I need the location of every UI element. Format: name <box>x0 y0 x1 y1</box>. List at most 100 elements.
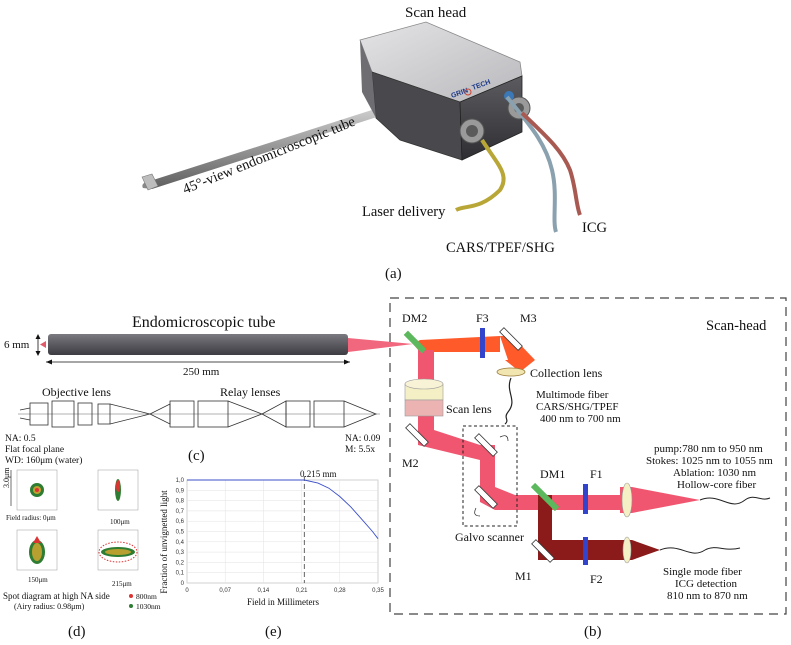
mmf-line2: CARS/SHG/TPEF <box>536 401 619 413</box>
legend-1030: 1030nm <box>136 602 161 611</box>
chart-x-tick: 0,21 <box>296 588 308 594</box>
relay-label: Relay lenses <box>220 385 281 399</box>
f3-filter <box>480 328 485 358</box>
smf-line1: Single mode fiber <box>663 566 742 578</box>
ablation-line: Ablation: 1030 nm <box>673 467 757 479</box>
cars-label: CARS/TPEF/SHG <box>446 240 555 256</box>
f2-filter <box>583 537 588 565</box>
mmf-line3: 400 nm to 700 nm <box>540 413 621 425</box>
chart-y-tick: 0,2 <box>176 560 185 566</box>
pump-coupling-lens <box>621 482 633 518</box>
panel-d-spot-diagrams: 3.0μm Field radius: 0μm 100μm 150μm <box>2 467 161 640</box>
spot2-label: 100μm <box>110 518 130 526</box>
caption-d: (d) <box>68 624 86 640</box>
smf-line3: 810 nm to 870 nm <box>667 590 748 602</box>
dm2-mirror <box>403 330 427 354</box>
diameter-label: 6 mm <box>4 339 30 351</box>
chart-y-tick: 0,3 <box>176 550 185 556</box>
panel-c-tube-diagram: Endomicroscopic tube 6 mm 250 mm Objecti… <box>4 314 413 466</box>
chart-xlabel: Field in Millimeters <box>247 597 319 607</box>
objective-label: Objective lens <box>42 385 111 399</box>
panel-b-optical-layout: Scan-head DM2 F3 M3 Collection lens Mult… <box>389 297 787 640</box>
scan-head-title: Scan-head <box>706 318 767 334</box>
chart-x-tick: 0,07 <box>219 588 231 594</box>
lens-system-schematic <box>18 400 380 428</box>
m1-mirror <box>531 539 555 563</box>
na-left: NA: 0.5 <box>5 434 36 444</box>
m2-mirror <box>405 423 429 447</box>
chart-series-line-0 <box>187 479 379 539</box>
panel-a-scan-head-rendering: GRIN TECH Scan head 45°-view endomicrosc… <box>141 5 608 282</box>
tube-cylinder <box>48 334 348 355</box>
flat-focal: Flat focal plane <box>5 444 64 455</box>
na-right: NA: 0.09 <box>345 434 381 444</box>
stokes-line: Stokes: 1025 nm to 1055 nm <box>646 455 773 467</box>
chart-y-tick: 0 <box>181 581 185 587</box>
length-label: 250 mm <box>183 366 220 378</box>
chart-y-tick: 0,4 <box>176 540 185 546</box>
scan-lens-label: Scan lens <box>446 402 492 416</box>
chart-y-tick: 0,5 <box>176 530 185 536</box>
legend-800-dot <box>129 594 133 598</box>
galvo-mirror-1 <box>474 433 498 457</box>
icg-fiber <box>520 111 582 216</box>
caption-a: (a) <box>385 266 402 282</box>
collection-lens-label: Collection lens <box>530 366 603 380</box>
chart-y-tick: 1,0 <box>176 478 185 484</box>
chart-y-tick: 0,7 <box>176 509 185 515</box>
spot-diagram-150um <box>16 529 58 571</box>
scan-head-label: Scan head <box>405 5 467 21</box>
galvo-mirror-2 <box>474 485 498 509</box>
icg-beam <box>538 540 620 560</box>
caption-b: (b) <box>584 624 602 640</box>
chart-x-tick: 0,14 <box>258 588 270 594</box>
chart-y-tick: 0,6 <box>176 519 185 525</box>
tube-label: 45°-view endomicroscopic tube <box>181 114 358 198</box>
scan-head-box: GRIN TECH <box>359 21 531 161</box>
caption-e: (e) <box>265 624 282 640</box>
panel-e-chart: Fraction of unvignetted light Field in M… <box>159 469 384 640</box>
spot-title-2: (Airy radius: 0.98μm) <box>14 602 85 611</box>
f3-label: F3 <box>476 311 489 325</box>
chart-annotation: 0.215 mm <box>300 469 337 479</box>
spot-title-1: Spot diagram at high NA side <box>3 591 110 601</box>
scale-label: 3.0μm <box>2 467 11 488</box>
caption-c: (c) <box>188 448 205 464</box>
dm1-label: DM1 <box>540 467 565 481</box>
spot-diagram-100um <box>97 469 139 511</box>
pump-line: pump:780 nm to 950 nm <box>654 443 763 455</box>
galvo-label: Galvo scanner <box>455 530 524 544</box>
chart-y-tick: 0,8 <box>176 499 185 505</box>
smf-line2: ICG detection <box>675 578 738 590</box>
chart-y-tick: 0,9 <box>176 488 185 494</box>
chart-x-tick: 0 <box>185 588 189 594</box>
f2-label: F2 <box>590 572 603 586</box>
laser-delivery-fiber <box>455 138 506 212</box>
spot-diagram-215um <box>97 529 139 571</box>
mmf-line1: Multimode fiber <box>536 389 609 401</box>
chart-x-tick: 0,35 <box>372 588 384 594</box>
mag-label: M: 5.5x <box>345 445 375 455</box>
hollow-line: Hollow-core fiber <box>677 479 756 491</box>
scan-head-boundary <box>389 297 787 615</box>
tube-title: Endomicroscopic tube <box>132 314 276 331</box>
legend-1030-dot <box>129 604 133 608</box>
collection-beam-horizontal <box>413 336 500 352</box>
chart-x-tick: 0,28 <box>334 588 346 594</box>
icg-label: ICG <box>582 220 608 236</box>
f1-filter <box>583 484 588 514</box>
chart-y-tick: 0,1 <box>176 571 185 577</box>
icg-coupling-lens <box>622 536 632 564</box>
spot1-label: Field radius: 0μm <box>6 514 56 522</box>
m3-mirror <box>499 327 523 351</box>
dm1-mirror <box>530 482 560 512</box>
laser-delivery-label: Laser delivery <box>362 204 446 220</box>
wd-label: WD: 160μm (water) <box>5 455 82 466</box>
spot4-label: 215μm <box>112 580 132 588</box>
dm2-label: DM2 <box>402 311 427 325</box>
chart-ylabel: Fraction of unvignetted light <box>159 490 169 594</box>
m2-label: M2 <box>402 456 419 470</box>
m1-label: M1 <box>515 569 532 583</box>
legend-800: 800nm <box>136 592 157 601</box>
